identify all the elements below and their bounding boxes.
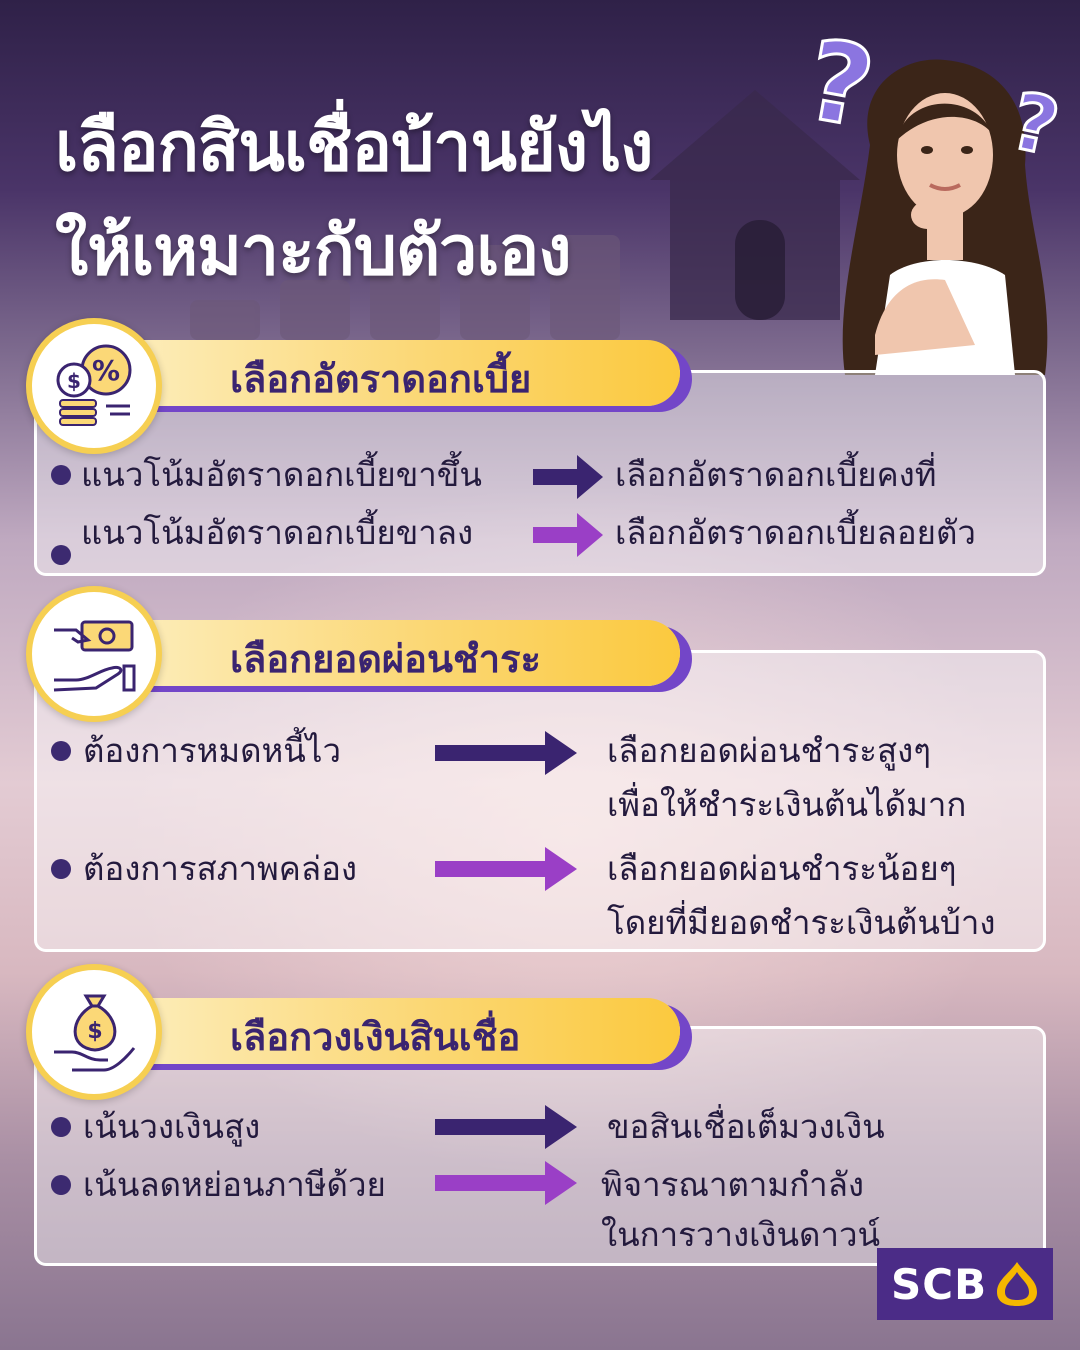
row-left-text: ต้องการหมดหนี้ไว: [83, 731, 341, 770]
row-right-text-1: เลือกยอดผ่อนชำระสูงๆ: [607, 731, 931, 770]
arrow-right-icon: [435, 1105, 577, 1149]
row-left-text: แนวโน้มอัตราดอกเบี้ยขาลง: [81, 513, 474, 552]
row-right-text: เลือกอัตราดอกเบี้ยลอยตัว: [615, 513, 976, 552]
coin-stacks: [190, 235, 620, 340]
svg-text:$: $: [87, 1019, 102, 1044]
page-title: เลือกสินเชื่อบ้านยังไง ให้เหมาะกับตัวเอง: [55, 96, 653, 304]
bullet-dot: [51, 859, 71, 879]
card-loan-amount: เน้นวงเงินสูง ขอสินเชื่อเต็มวงเงิน เน้นล…: [34, 1026, 1046, 1266]
title-line-1: เลือกสินเชื่อบ้านยังไง: [55, 108, 653, 187]
row-left-text: แนวโน้มอัตราดอกเบี้ยขาขึ้น: [81, 455, 482, 494]
coin-percent-icon: % $: [56, 344, 132, 426]
svg-text:$: $: [67, 369, 81, 393]
scb-logo-icon: [997, 1262, 1038, 1306]
arrow-right-icon: [435, 1161, 577, 1205]
bullet-dot: [51, 545, 71, 565]
svg-text:%: %: [92, 354, 120, 387]
row-right-text-2: ในการวางเงินดาวน์: [601, 1215, 881, 1254]
section-badge: [26, 586, 162, 722]
row-right-text: เลือกอัตราดอกเบี้ยคงที่: [615, 455, 937, 494]
row-left-text: เน้นวงเงินสูง: [83, 1107, 261, 1146]
section-heading-banner: เลือกยอดผ่อนชำระ: [90, 620, 680, 686]
bullet-dot: [51, 1117, 71, 1137]
row-right-text-1: เลือกยอดผ่อนชำระน้อยๆ: [607, 849, 957, 888]
section-heading-banner: เลือกวงเงินสินเชื่อ: [90, 998, 680, 1064]
arrow-right-icon: [533, 513, 603, 557]
brand-name: SCB: [891, 1259, 988, 1309]
money-bag-hand-icon: $: [54, 994, 136, 1072]
arrow-right-icon: [435, 731, 577, 775]
title-line-2: ให้เหมาะกับตัวเอง: [55, 212, 572, 291]
row-right-text-2: โดยที่มียอดชำระเงินต้นบ้าง: [607, 903, 996, 942]
cash-hand-icon: [53, 620, 136, 692]
arrow-right-icon: [435, 847, 577, 891]
section-heading: เลือกวงเงินสินเชื่อ: [230, 1015, 521, 1059]
bullet-dot: [51, 741, 71, 761]
row-left-text: ต้องการสภาพคล่อง: [83, 849, 358, 888]
section-heading: เลือกยอดผ่อนชำระ: [230, 637, 541, 681]
bullet-dot: [51, 1175, 71, 1195]
bullet-dot: [51, 465, 71, 485]
section-badge: $: [26, 964, 162, 1100]
section-heading: เลือกอัตราดอกเบี้ย: [230, 357, 532, 401]
row-right-text-1: พิจารณาตามกำลัง: [601, 1165, 865, 1204]
row-right-text-2: เพื่อให้ชำระเงินต้นได้มาก: [607, 785, 967, 824]
row-left-text: เน้นลดหย่อนภาษีด้วย: [83, 1165, 386, 1204]
arrow-right-icon: [533, 455, 603, 499]
row-right-text-1: ขอสินเชื่อเต็มวงเงิน: [607, 1107, 885, 1146]
thinking-woman-image: [842, 59, 1048, 375]
house-silhouette: [650, 90, 860, 320]
scb-logo: SCB: [877, 1248, 1053, 1320]
section-heading-banner: เลือกอัตราดอกเบี้ย: [90, 340, 680, 406]
section-badge: % $: [26, 318, 162, 454]
card-installment: ต้องการหมดหนี้ไว เลือกยอดผ่อนชำระสูงๆ เพ…: [34, 650, 1046, 952]
